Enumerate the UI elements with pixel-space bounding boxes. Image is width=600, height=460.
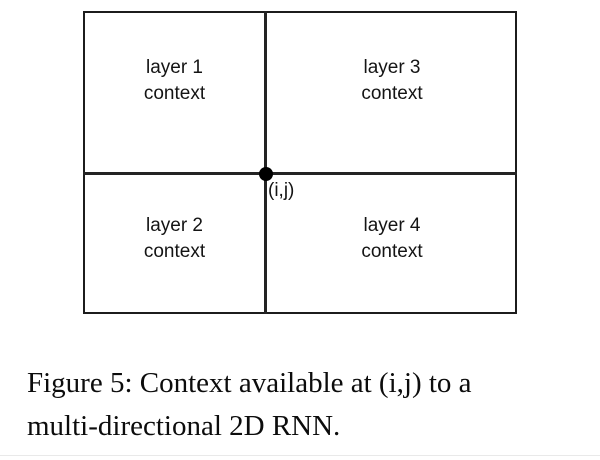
quadrant-layer-4-text: layer 4 context — [361, 213, 422, 265]
quadrant-layer-3: layer 3 context — [267, 13, 517, 172]
vertical-divider-line — [264, 11, 267, 314]
figure-diagram: layer 1 context layer 3 context layer 2 … — [83, 11, 517, 314]
quadrant-layer-3-line1: layer 3 — [363, 56, 421, 78]
context-grid: layer 1 context layer 3 context layer 2 … — [83, 11, 517, 314]
quadrant-layer-2-text: layer 2 context — [144, 213, 205, 265]
quadrant-layer-2-line1: layer 2 — [145, 214, 203, 236]
quadrant-layer-3-line2: context — [361, 82, 423, 104]
bottom-divider-rule — [0, 455, 600, 456]
point-marker-dot-icon — [259, 167, 273, 181]
quadrant-layer-4: layer 4 context — [267, 175, 517, 314]
quadrant-layer-1-text: layer 1 context — [144, 55, 205, 107]
horizontal-divider-line — [83, 172, 517, 175]
figure-caption: Figure 5: Context available at (i,j) to … — [27, 362, 575, 448]
quadrant-layer-4-line2: context — [361, 240, 423, 262]
quadrant-layer-1-line1: layer 1 — [145, 56, 203, 78]
quadrant-layer-1-line2: context — [143, 82, 206, 104]
quadrant-layer-2: layer 2 context — [85, 175, 264, 314]
quadrant-layer-4-line1: layer 4 — [363, 214, 421, 236]
quadrant-layer-3-text: layer 3 context — [361, 55, 422, 107]
point-coordinate-label: (i,j) — [268, 180, 295, 201]
quadrant-layer-1: layer 1 context — [85, 13, 264, 172]
figure-caption-line1: Figure 5: Context available at (i,j) to … — [27, 367, 472, 399]
quadrant-layer-2-line2: context — [143, 240, 206, 262]
figure-caption-line2: multi-directional 2D RNN. — [27, 410, 341, 442]
